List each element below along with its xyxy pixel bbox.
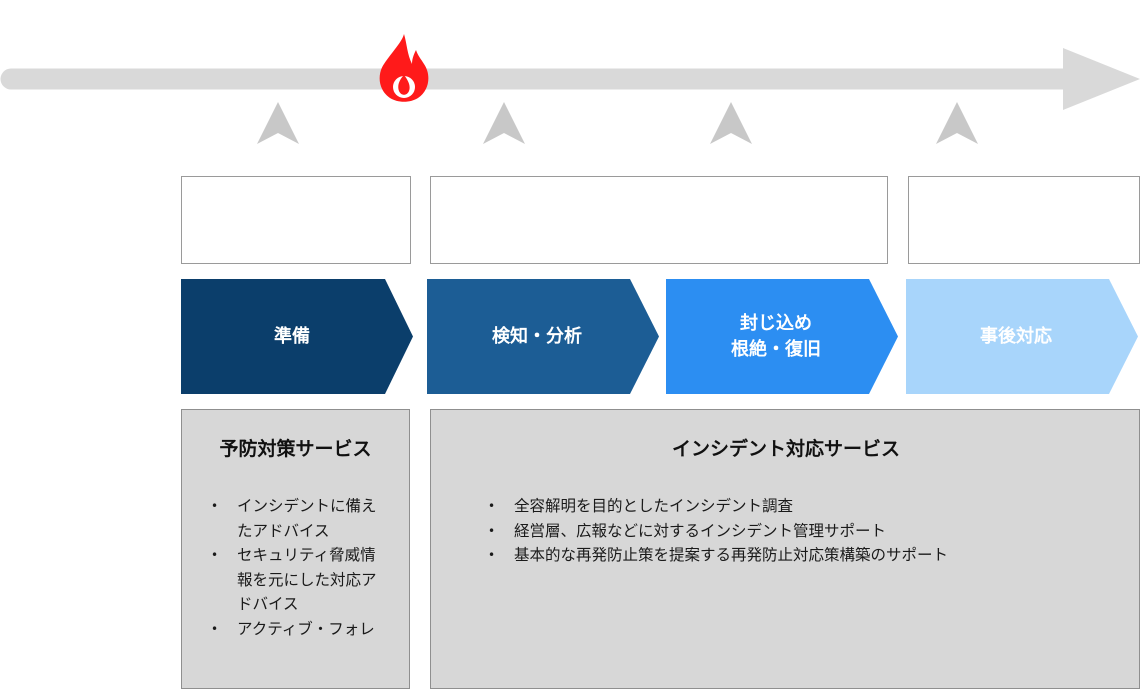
phase-post-incident: 事後対応 <box>906 279 1138 394</box>
list-item-line: 基本的な再発防止策を提案する再発防止対応策構築のサポート <box>514 546 949 564</box>
list-item: 基本的な再発防止策を提案する再発防止対応策構築のサポート <box>486 543 1126 568</box>
list-item: アクティブ・フォレ <box>209 617 409 642</box>
timeline-arrow <box>0 48 1140 110</box>
list-item-line: 経営層、広報などに対するインシデント管理サポート <box>514 521 887 540</box>
navigation-arrow-icon <box>257 102 299 144</box>
phase-label: 封じ込め 根絶・復旧 <box>666 279 886 394</box>
phase-label: 検知・分析 <box>427 279 647 394</box>
list-item: セキュリティ脅威情 報を元にした対応ア ドバイス <box>209 543 409 617</box>
list-item-line: ドバイス <box>237 595 299 613</box>
service-title: 予防対策サービス <box>219 438 372 460</box>
list-item-line: セキュリティ脅威情 <box>237 546 376 564</box>
phase-label-line: 封じ込め <box>740 312 812 334</box>
phase-label: 事後対応 <box>906 279 1126 394</box>
timeline <box>0 34 1140 144</box>
milestone-marker-1 <box>257 102 299 144</box>
list-item-line: インシデントに備え <box>237 497 377 515</box>
phase-label: 準備 <box>181 279 403 394</box>
milestone-marker-4 <box>936 102 978 144</box>
phase-label-line: 根絶・復旧 <box>731 338 821 360</box>
service-box-prevention: 予防対策サービス インシデントに備え たアドバイス セキュリティ脅威情 報を元に… <box>181 409 410 689</box>
phase-chevron <box>181 279 413 394</box>
phase-chevron <box>666 279 898 394</box>
phase-label-line: 準備 <box>274 325 310 347</box>
milestone-marker-2 <box>483 102 525 144</box>
empty-box-3 <box>908 176 1140 264</box>
list-item-line: アクティブ・フォレ <box>237 619 375 638</box>
list-item: 経営層、広報などに対するインシデント管理サポート <box>486 519 1126 544</box>
service-list: インシデントに備え たアドバイス セキュリティ脅威情 報を元にした対応ア ドバイ… <box>209 494 409 641</box>
phase-chevron <box>427 279 659 394</box>
phase-label-line: 事後対応 <box>980 325 1052 347</box>
service-title: インシデント対応サービス <box>671 438 900 460</box>
empty-box-1 <box>181 176 411 264</box>
navigation-arrow-icon <box>710 102 752 144</box>
list-item-line: たアドバイス <box>237 521 330 540</box>
milestone-marker-3 <box>710 102 752 144</box>
phase-detection-analysis: 検知・分析 <box>427 279 659 394</box>
service-list: 全容解明を目的としたインシデント調査 経営層、広報などに対するインシデント管理サ… <box>486 494 1126 568</box>
service-box-incident-response: インシデント対応サービス 全容解明を目的としたインシデント調査 経営層、広報など… <box>430 409 1140 689</box>
phase-preparation: 準備 <box>181 279 413 394</box>
phase-containment-recovery: 封じ込め 根絶・復旧 <box>666 279 898 394</box>
phase-chevron <box>906 279 1138 394</box>
list-item: 全容解明を目的としたインシデント調査 <box>486 494 1126 519</box>
empty-box-2 <box>430 176 888 264</box>
fire-icon <box>379 34 429 102</box>
phase-label-line: 検知・分析 <box>492 325 582 347</box>
navigation-arrow-icon <box>483 102 525 144</box>
list-item-line: 報を元にした対応ア <box>237 570 377 589</box>
list-item: インシデントに備え たアドバイス <box>209 494 409 543</box>
list-item-line: 全容解明を目的としたインシデント調査 <box>514 497 794 515</box>
navigation-arrow-icon <box>936 102 978 144</box>
